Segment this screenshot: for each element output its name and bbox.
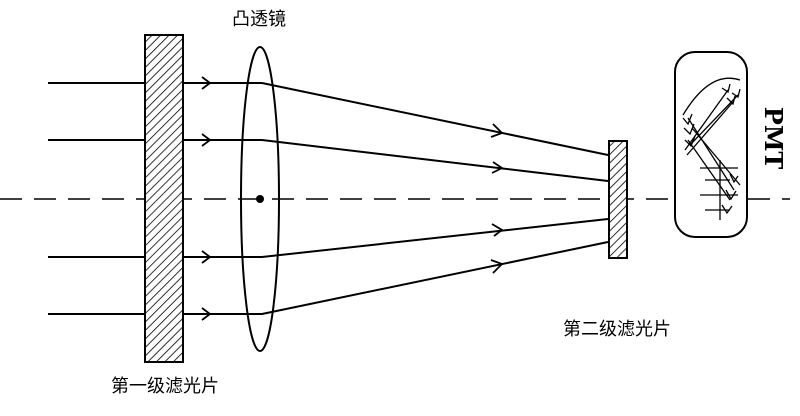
converging-rays — [261, 82, 609, 315]
converging-arrowheads — [490, 123, 504, 274]
pmt-label: PMT — [759, 107, 788, 170]
converging-ray-2 — [261, 139, 609, 182]
converging-ray-4 — [261, 241, 609, 315]
pmt-electron-paths — [682, 77, 741, 220]
second-filter — [608, 140, 628, 259]
first-filter-label: 第一级滤光片 — [111, 376, 219, 397]
lens-label: 凸透镜 — [232, 9, 286, 30]
converging-ray-1 — [261, 82, 609, 156]
convex-lens — [240, 46, 280, 352]
arrow-icon — [491, 161, 504, 174]
arrow-icon — [201, 307, 212, 321]
arrow-icon — [490, 123, 504, 138]
pmt-tube — [674, 51, 748, 238]
arrow-icon — [201, 133, 212, 147]
arrow-icon — [201, 250, 212, 264]
incoming-arrowheads — [201, 76, 212, 321]
lens-center-dot — [256, 195, 264, 203]
converging-ray-3 — [261, 218, 609, 258]
second-filter-label: 第二级滤光片 — [563, 319, 671, 340]
arrow-icon — [491, 223, 504, 237]
arrow-icon — [490, 259, 504, 274]
arrow-icon — [201, 76, 212, 90]
first-filter — [144, 34, 184, 363]
